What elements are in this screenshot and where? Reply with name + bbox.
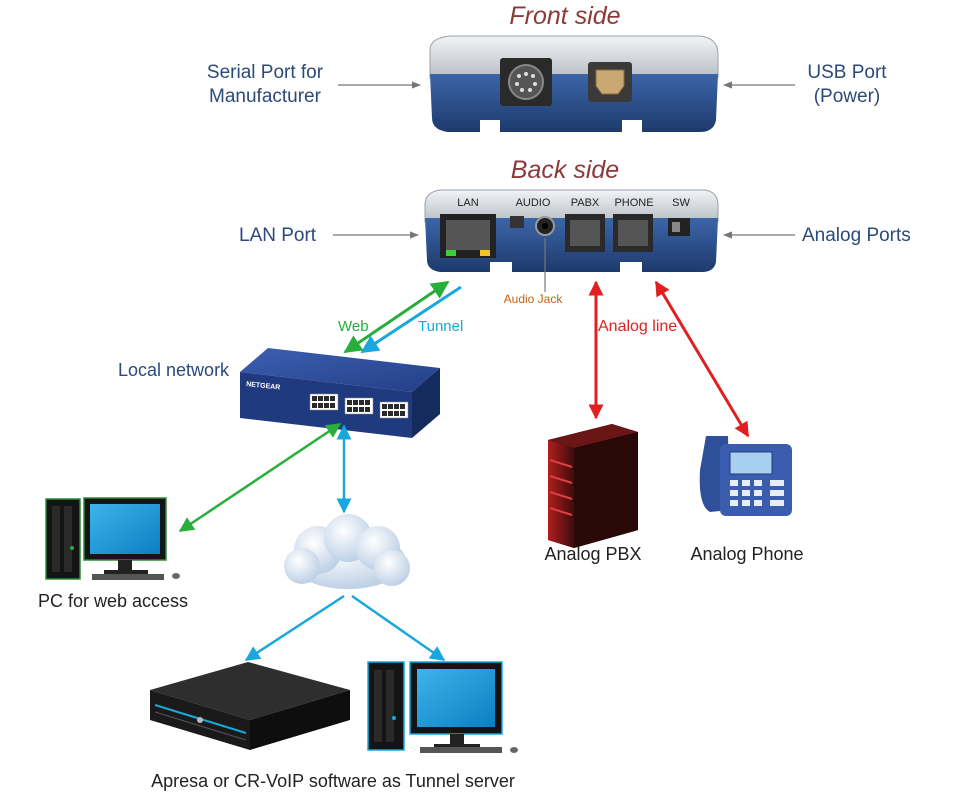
- tunnel-arrow: [360, 285, 462, 354]
- tunnel-label: Tunnel: [418, 318, 463, 335]
- phone-jack-icon: [613, 214, 653, 252]
- front-side-title: Front side: [509, 2, 620, 30]
- port-label-sw: SW: [672, 197, 690, 209]
- port-label-audio: AUDIO: [516, 197, 551, 209]
- internet-cloud-icon: [284, 514, 410, 589]
- analog-line-label: Analog line: [598, 318, 677, 335]
- front-device: [429, 35, 719, 134]
- analog-phone-icon: [699, 436, 792, 516]
- usb-port-connector-icon: [588, 62, 632, 102]
- port-label-lan: LAN: [457, 197, 478, 209]
- lan-port-label: LAN Port: [239, 225, 317, 246]
- port-label-phone: PHONE: [614, 197, 653, 209]
- local-network-label: Local network: [118, 360, 230, 380]
- cloud-server-arrow: [244, 594, 345, 662]
- pc-web-access-label: PC for web access: [38, 591, 188, 611]
- tunnel-server-rack-icon: [150, 662, 350, 750]
- port-label-pabx: PABX: [571, 197, 600, 209]
- analog-phone-label: Analog Phone: [690, 544, 803, 564]
- cloud-pc-arrow: [351, 594, 446, 662]
- web-access-pc-icon: [45, 497, 180, 580]
- port-labels: LAN AUDIO PABX PHONE SW: [457, 197, 690, 209]
- switch-brand-label: NETGEAR: [246, 381, 281, 392]
- back-device: LAN AUDIO PABX PHONE SW: [424, 189, 719, 276]
- analog-line-phone-arrow: [654, 280, 750, 438]
- usb-port-label-2: (Power): [814, 86, 881, 107]
- serial-port-label-2: Manufacturer: [209, 86, 322, 107]
- analog-ports-label: Analog Ports: [802, 225, 911, 246]
- analog-pbx-label: Analog PBX: [544, 544, 641, 564]
- tunnel-server-pc-icon: [367, 661, 518, 753]
- serial-port-connector-icon: [500, 58, 552, 106]
- tunnel-server-label: Apresa or CR-VoIP software as Tunnel ser…: [151, 771, 515, 791]
- back-side-title: Back side: [511, 156, 619, 184]
- switch-toggle-icon: [668, 218, 690, 236]
- lan-jack-icon: [440, 214, 496, 258]
- web-arrow: [343, 280, 450, 354]
- network-switch-icon: NETGEAR: [240, 348, 440, 438]
- usb-port-label: USB Port: [807, 62, 887, 83]
- analog-pbx-icon: [548, 424, 638, 548]
- switch-pc-arrow: [178, 422, 342, 533]
- audio-jack-label: Audio Jack: [504, 292, 564, 306]
- web-label: Web: [338, 318, 369, 335]
- audio-jack-icon: [510, 216, 555, 236]
- pabx-jack-icon: [565, 214, 605, 252]
- serial-port-label: Serial Port for: [207, 62, 324, 83]
